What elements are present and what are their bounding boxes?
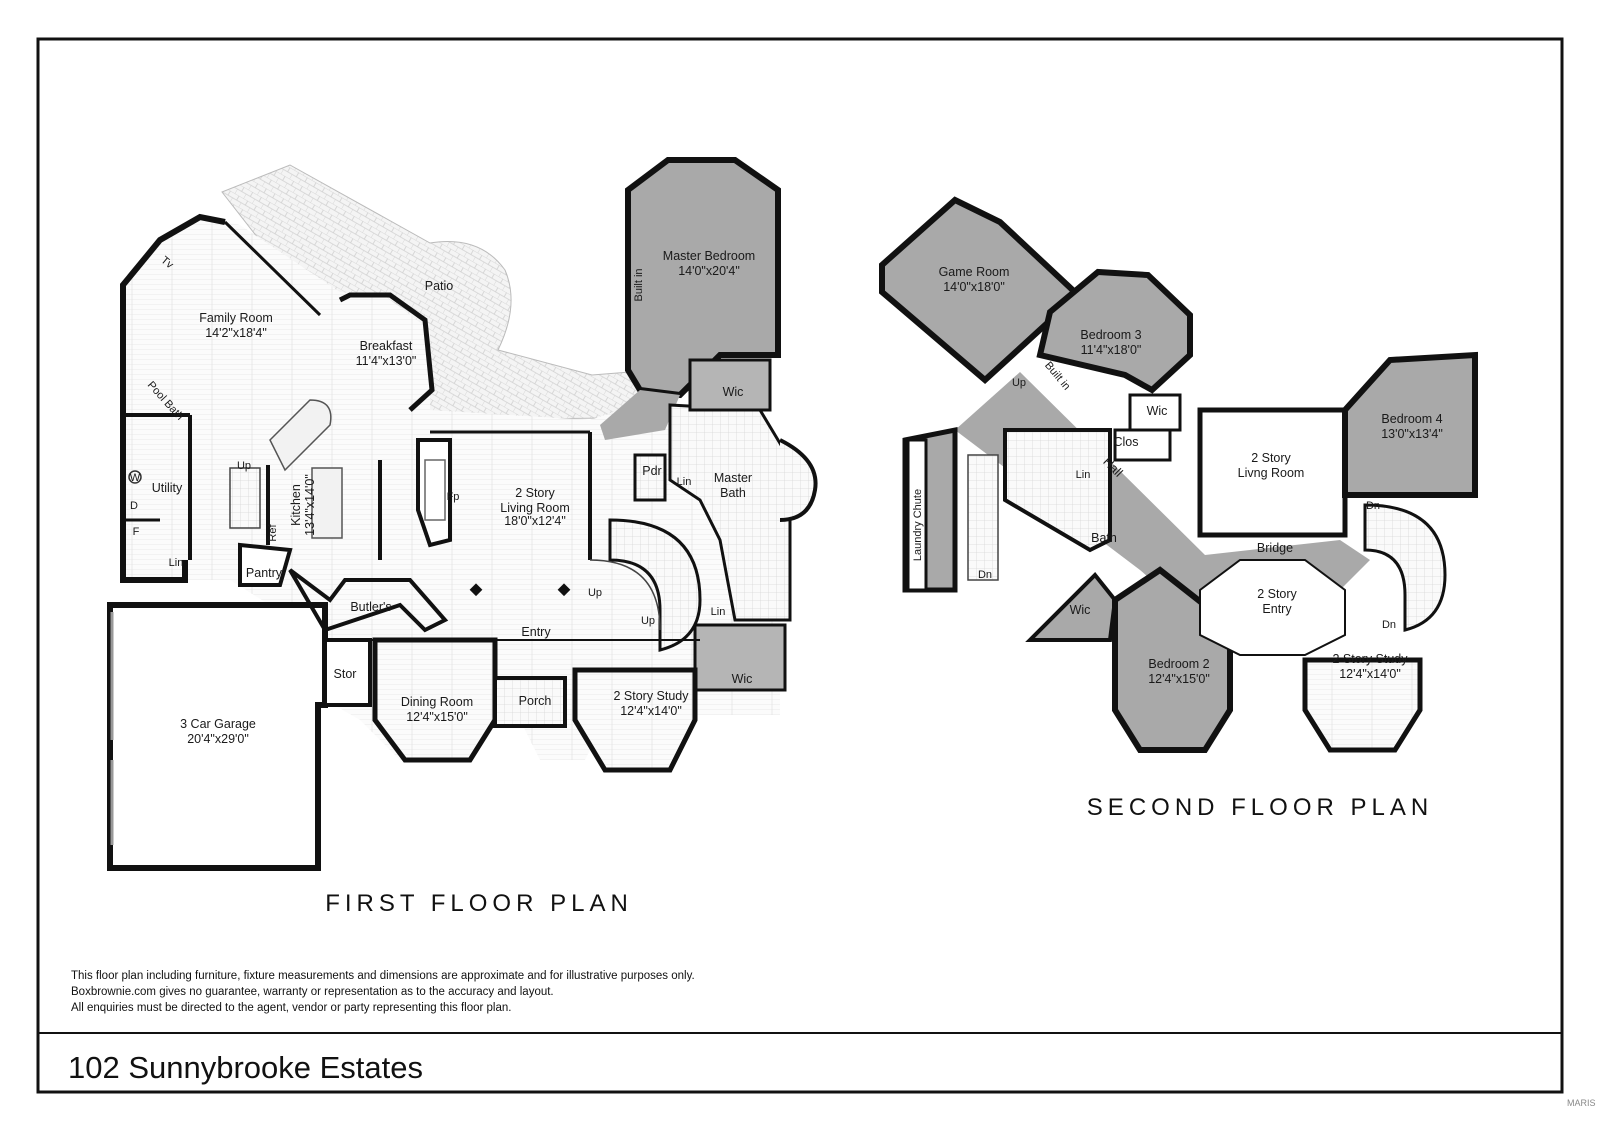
label-washer: W <box>130 472 141 484</box>
label-lin-2: Lin <box>677 476 692 488</box>
room-label-ff-4: Utility <box>152 481 183 495</box>
room-label-sf-11: Clos <box>1113 435 1138 449</box>
room-dim-ff-6: Living Room <box>500 501 569 515</box>
room-label-ff-3: Breakfast <box>360 339 413 353</box>
room-dim-ff-16: 12'4"x14'0" <box>620 704 682 718</box>
watermark-text: MARIS <box>1567 1098 1596 1108</box>
label-up-sf: Up <box>1012 377 1026 389</box>
room-label-sf-5: 2 Story <box>1257 587 1297 601</box>
room-dim-kitchen: 13'4"x14'0" <box>303 474 317 536</box>
label-up-1: Up <box>237 460 251 472</box>
label-lin-sf: Lin <box>1076 469 1091 481</box>
room-dim-sf-0: 14'0"x18'0" <box>943 280 1005 294</box>
room-dim-sf-6: 12'4"x15'0" <box>1148 672 1210 686</box>
room-label-ff-18: Wic <box>732 672 753 686</box>
property-address: 102 Sunnybrooke Estates <box>68 1050 423 1085</box>
room-dim-ff-0: 14'0"x20'4" <box>678 264 740 278</box>
room-label-sf-4: Bridge <box>1257 541 1293 555</box>
room-dim-sf-3: Livng Room <box>1238 466 1305 480</box>
room-dim-ff-8: Bath <box>720 486 746 500</box>
room-label-sf-6: Bedroom 2 <box>1148 657 1209 671</box>
label-up-3: Up <box>641 615 655 627</box>
garage-area <box>107 602 328 871</box>
label-laundry-chute: Laundry Chute <box>912 489 924 561</box>
room-label-ff-7: 18'0"x12'4" <box>504 514 566 528</box>
room-label-ff-1: Patio <box>425 279 454 293</box>
room-label-ff-2: Family Room <box>199 311 273 325</box>
master-bath-area <box>668 403 792 622</box>
second-floor-title: SECOND FLOOR PLAN <box>1087 794 1433 821</box>
room-label-ff-14: Dining Room <box>401 695 473 709</box>
room-dim-ff-3: 11'4"x13'0" <box>356 354 417 368</box>
room-label-kitchen: Kitchen <box>289 484 303 526</box>
room-label-ff-13: 3 Car Garage <box>180 717 256 731</box>
room-dim-sf-2: 13'0"x13'4" <box>1381 427 1443 441</box>
label-dn-3: Dn <box>1382 619 1396 631</box>
bedroom-4-area <box>1342 351 1478 498</box>
room-dim-ff-14: 12'4"x15'0" <box>406 710 468 724</box>
room-label-ff-11: Entry <box>521 625 551 639</box>
room-label-sf-10: Wic <box>1147 404 1168 418</box>
first-floor-title: FIRST FLOOR PLAN <box>325 890 633 917</box>
room-label-ff-6: 2 Story <box>515 486 555 500</box>
room-dim-ff-13: 20'4"x29'0" <box>187 732 249 746</box>
label-ref: Ref <box>267 524 279 542</box>
label-lin-3: Lin <box>711 606 726 618</box>
wic-area-2 <box>693 623 787 692</box>
label-fireplace: Fp <box>447 491 460 503</box>
room-label-sf-8: Bath <box>1091 531 1117 545</box>
room-label-sf-7: 2 Story Study <box>1332 652 1408 666</box>
label-built-in-ff: Built in <box>633 268 645 301</box>
room-label-sf-3: 2 Story <box>1251 451 1291 465</box>
master-bedroom-area <box>625 157 781 399</box>
room-dim-sf-7: 12'4"x14'0" <box>1339 667 1401 681</box>
disclaimer-line-3: All enquiries must be directed to the ag… <box>71 1002 511 1014</box>
first-floor-plan <box>107 157 818 871</box>
label-dn-1: Dn <box>978 569 992 581</box>
room-label-ff-17: Wic <box>723 385 744 399</box>
room-label-sf-0: Game Room <box>939 265 1010 279</box>
label-up-2: Up <box>588 587 602 599</box>
room-label-sf-9: Wic <box>1070 603 1091 617</box>
room-dim-sf-1: 11'4"x18'0" <box>1081 343 1142 357</box>
label-freezer: F <box>133 526 140 538</box>
room-label-ff-16: 2 Story Study <box>613 689 689 703</box>
room-label-ff-9: Pantry <box>246 566 283 580</box>
room-label-ff-19: Pdr <box>642 464 661 478</box>
disclaimer-line-1: This floor plan including furniture, fix… <box>71 970 695 982</box>
label-dn-2: Dn <box>1366 500 1380 512</box>
room-dim-sf-5: Entry <box>1262 602 1292 616</box>
room-label-ff-12: Stor <box>334 667 357 681</box>
room-label-ff-0: Master Bedroom <box>663 249 755 263</box>
room-label-sf-2: Bedroom 4 <box>1381 412 1442 426</box>
disclaimer-line-2: Boxbrownie.com gives no guarantee, warra… <box>71 986 554 998</box>
room-label-ff-8: Master <box>714 471 752 485</box>
label-lin-1: Lin <box>169 557 184 569</box>
bedroom-3-area <box>1036 268 1193 394</box>
room-label-ff-15: Porch <box>519 694 552 708</box>
wic-area-1 <box>688 358 772 412</box>
room-dim-ff-2: 14'2"x18'4" <box>205 326 267 340</box>
room-label-sf-1: Bedroom 3 <box>1080 328 1141 342</box>
outer-frame <box>36 37 1564 1094</box>
room-label-ff-10: Butler's <box>350 600 391 614</box>
label-dryer: D <box>130 500 138 512</box>
second-floor-plan <box>879 196 1478 753</box>
